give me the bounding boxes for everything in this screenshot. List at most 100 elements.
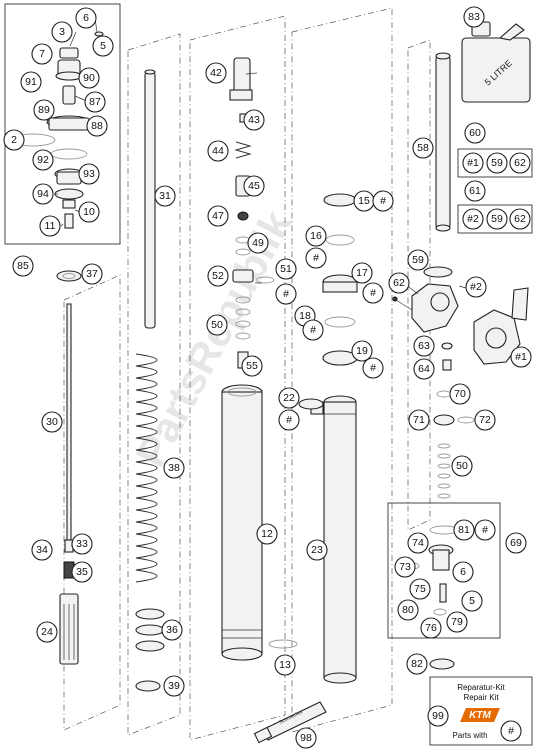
kit-61-item-circle — [462, 208, 484, 230]
callout-circle — [406, 653, 428, 675]
callout-c22h: # — [278, 409, 300, 431]
callout-label: 6 — [83, 12, 89, 24]
callout-label: 19 — [356, 345, 368, 357]
callout-c5: 5 — [92, 35, 114, 57]
ktm-logo-text: KTM — [469, 710, 491, 721]
callout-circle — [351, 340, 373, 362]
callout-label: # — [313, 252, 319, 264]
callout-circle — [161, 619, 183, 641]
callout-label: 30 — [46, 416, 58, 428]
callout-circle — [351, 262, 373, 284]
callout-circle — [305, 225, 327, 247]
callout-circle — [305, 247, 327, 269]
callout-circle — [464, 122, 486, 144]
callout-c58: 58 — [412, 137, 434, 159]
callout-circle — [275, 283, 297, 305]
callout-circle — [207, 265, 229, 287]
spring-assembly — [135, 69, 165, 692]
callout-cpartsh: # — [500, 720, 522, 742]
callout-label: 45 — [248, 180, 260, 192]
callout-label: 52 — [212, 270, 224, 282]
ktm-logo: KTM — [460, 708, 500, 722]
callout-c6: 6 — [75, 7, 97, 29]
callout-c51h: # — [275, 283, 297, 305]
callout-label: 89 — [38, 104, 50, 116]
callout-circle — [207, 140, 229, 162]
callout-c22: 22 — [278, 387, 300, 409]
callout-circle — [256, 523, 278, 545]
callout-c38: 38 — [163, 457, 185, 479]
callout-circle — [31, 43, 53, 65]
callout-c61: 61 — [464, 180, 486, 202]
callout-label: 49 — [252, 237, 264, 249]
callout-circle — [205, 62, 227, 84]
axle-clamp-right — [473, 287, 529, 365]
callout-c63: 63 — [413, 335, 435, 357]
callout-c36: 36 — [161, 619, 183, 641]
callout-label: 37 — [86, 268, 98, 280]
callout-circle — [500, 720, 522, 742]
callout-label: 23 — [311, 544, 323, 556]
callout-circle — [407, 249, 429, 271]
callout-label: 69 — [510, 537, 522, 549]
callout-c91: 91 — [20, 71, 42, 93]
kit-60-item-circle — [486, 152, 508, 174]
callout-label: #2 — [470, 281, 482, 293]
kit-box-61 — [457, 204, 533, 234]
callout-label: 93 — [83, 168, 95, 180]
callout-label: 71 — [413, 414, 425, 426]
callout-label: # — [508, 725, 514, 737]
callout-label: 55 — [246, 360, 258, 372]
callout-c34: 34 — [31, 539, 53, 561]
guide-lane-31 — [127, 33, 181, 736]
callout-c60: 60 — [464, 122, 486, 144]
callout-label: 61 — [469, 185, 481, 197]
callout-c92: 92 — [32, 149, 54, 171]
callout-circle — [306, 539, 328, 561]
callout-label: 36 — [166, 624, 178, 636]
callout-circle — [154, 185, 176, 207]
callout-circle — [420, 617, 442, 639]
callout-c12: 12 — [256, 523, 278, 545]
callout-circle — [78, 201, 100, 223]
callout-label: 58 — [417, 142, 429, 154]
callout-c49: 49 — [247, 232, 269, 254]
callout-c35: 35 — [71, 561, 93, 583]
callout-circle — [409, 578, 431, 600]
callout-c59: 59 — [407, 249, 429, 271]
callout-c43: 43 — [243, 109, 265, 131]
callout-circle — [397, 599, 419, 621]
callout-c18h: # — [302, 319, 324, 341]
callout-circle — [207, 205, 229, 227]
callout-label: 2 — [11, 134, 17, 146]
callout-label: 24 — [41, 626, 53, 638]
callout-circle — [12, 255, 34, 277]
callout-circle — [465, 276, 487, 298]
callout-c74: 74 — [407, 532, 429, 554]
callout-label: 18 — [299, 310, 311, 322]
callout-label: 99 — [432, 710, 444, 722]
callout-circle — [78, 163, 100, 185]
callout-label: 11 — [45, 220, 56, 232]
callout-label: 43 — [248, 114, 260, 126]
callout-circle — [41, 411, 63, 433]
callout-c50b: 50 — [451, 455, 473, 477]
callout-label: 64 — [418, 363, 430, 375]
callout-label: 6 — [460, 566, 466, 578]
repair-kit-line1: Reparatur-Kit — [457, 683, 505, 692]
callout-c72: 72 — [474, 409, 496, 431]
callout-label: 12 — [261, 528, 273, 540]
callout-label: 79 — [451, 616, 463, 628]
callout-c19: 19 — [351, 340, 373, 362]
axle-clamp-left — [392, 266, 459, 333]
callout-circle — [461, 590, 483, 612]
callout-circle — [302, 319, 324, 341]
callout-c88: 88 — [86, 115, 108, 137]
kit-60-item-circle — [462, 152, 484, 174]
callout-c2: 2 — [3, 129, 25, 151]
callout-c51: 51 — [275, 258, 297, 280]
callout-c44: 44 — [207, 140, 229, 162]
callout-c5b: 5 — [461, 590, 483, 612]
parts-with-text: Parts with — [452, 731, 487, 740]
callout-circle — [412, 137, 434, 159]
